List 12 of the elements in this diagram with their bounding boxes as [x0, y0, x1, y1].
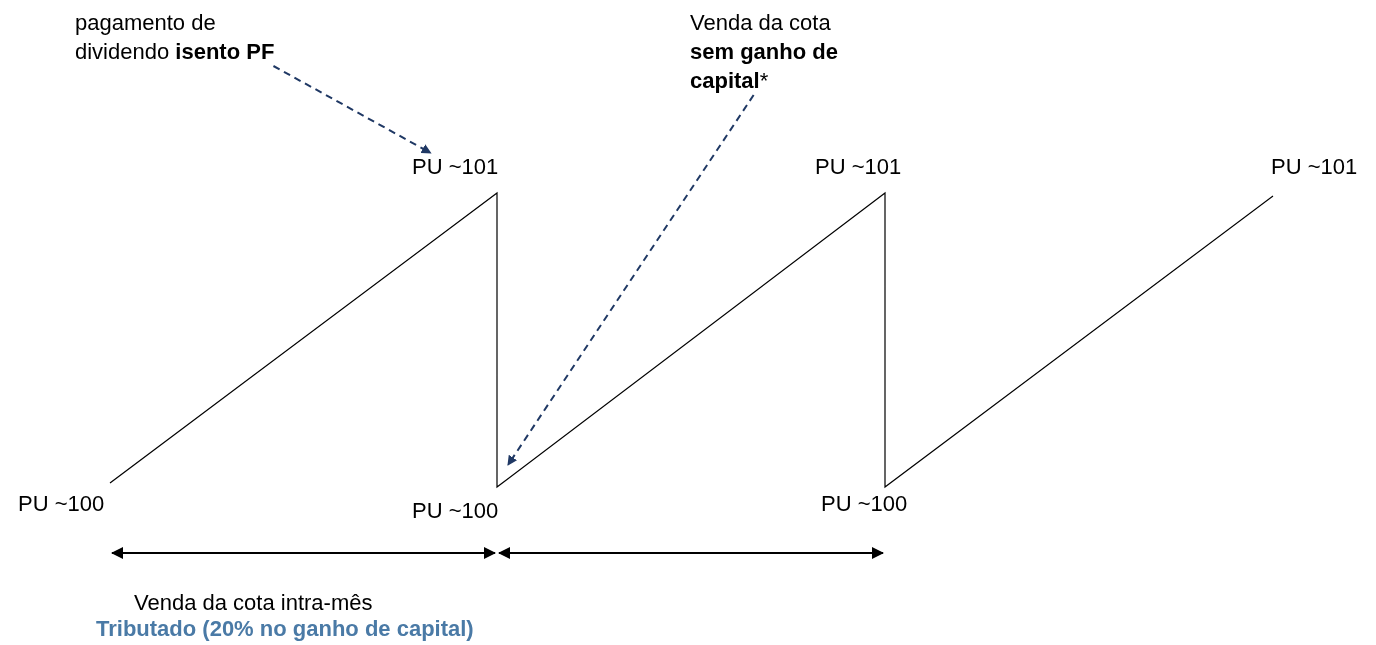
price-label: PU ~101: [412, 153, 499, 180]
price-label: PU ~100: [821, 490, 908, 517]
price-label: PU ~101: [815, 153, 902, 180]
price-label: PU ~100: [412, 497, 499, 524]
tax-note: Tributado (20% no ganho de capital): [96, 615, 474, 642]
dashed-arrow: [272, 65, 432, 154]
period-caption: Venda da cota intra-mês: [134, 589, 373, 616]
annotation-text: Venda da cota sem ganho de capital*: [690, 8, 875, 95]
price-label: PU ~101: [1271, 153, 1358, 180]
annotation-text: pagamento de dividendo isento PF: [75, 8, 290, 66]
dashed-arrow: [507, 94, 755, 466]
price-label: PU ~100: [18, 490, 105, 517]
